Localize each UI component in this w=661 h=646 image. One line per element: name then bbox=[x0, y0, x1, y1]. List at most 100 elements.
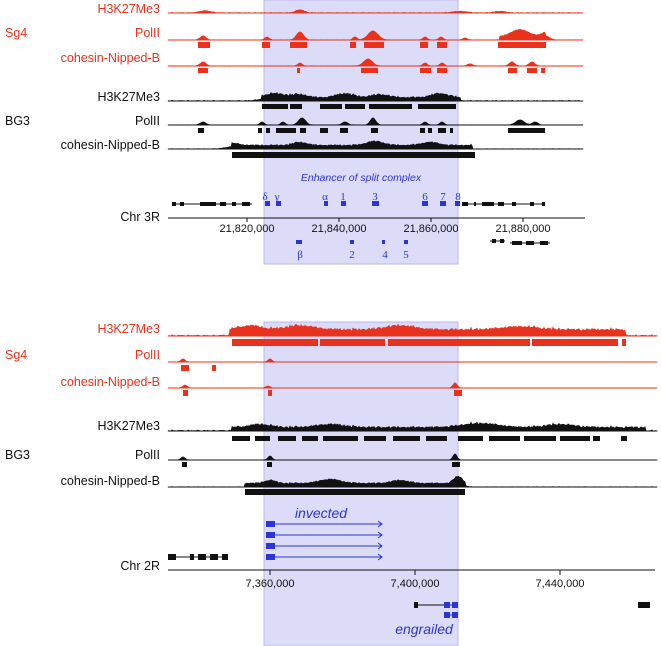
bar-top-bg3-polii-5 bbox=[300, 128, 306, 133]
gene-invected-arrow-1 bbox=[377, 520, 383, 528]
gene-top-esplit-below-1 bbox=[350, 240, 354, 244]
chromosome-label-top: Chr 3R bbox=[120, 210, 160, 224]
bar-bottom-bg3-cohesin-1 bbox=[245, 489, 465, 495]
axis-tick-label-bottom-1: 7,360,000 bbox=[246, 578, 295, 590]
track-label-top-bg3-polii: PolII bbox=[135, 114, 160, 128]
axis-tick-label-top-3: 21,860,000 bbox=[403, 223, 458, 235]
bar-bottom-bg3-h3k27me3-10 bbox=[489, 436, 520, 441]
bar-bottom-bg3-h3k27me3-5 bbox=[323, 436, 358, 441]
gene-invected-arrow-4 bbox=[377, 553, 383, 561]
bar-bottom-bg3-h3k27me3-7 bbox=[393, 436, 420, 441]
bar-top-sg4-polii-3 bbox=[290, 42, 307, 48]
gene-label-2: 2 bbox=[349, 249, 355, 261]
bar-bottom-sg4-cohesin-2 bbox=[268, 390, 272, 396]
track-label-bottom-bg3-cohesin: cohesin-Nipped-B bbox=[61, 474, 160, 488]
gene-label-beta: β bbox=[297, 249, 303, 261]
bar-bottom-bg3-h3k27me3-1 bbox=[232, 436, 250, 441]
bar-top-bg3-h3k27me3-5 bbox=[369, 104, 412, 109]
bar-bottom-bg3-polii-1 bbox=[182, 462, 187, 467]
bar-top-bg3-polii-8 bbox=[371, 128, 378, 133]
gene-name-engrailed: engrailed bbox=[395, 621, 454, 637]
bar-bottom-sg4-cohesin-3 bbox=[454, 390, 462, 396]
axis-tick-label-top-2: 21,840,000 bbox=[311, 223, 366, 235]
bar-bottom-bg3-polii-2 bbox=[267, 462, 272, 467]
group-label-top-bg3: BG3 bbox=[5, 114, 30, 128]
gene-label-3: 3 bbox=[372, 191, 378, 203]
gene-label-8: 8 bbox=[455, 191, 461, 203]
bar-top-bg3-polii-13 bbox=[508, 128, 545, 133]
chromosome-label-bottom: Chr 2R bbox=[120, 559, 160, 573]
bar-top-bg3-polii-12 bbox=[450, 128, 453, 133]
gene-label-7: 7 bbox=[440, 191, 446, 203]
gene-invected-arrow-2 bbox=[377, 531, 383, 539]
track-label-top-sg4-cohesin: cohesin-Nipped-B bbox=[61, 51, 160, 65]
bar-top-bg3-polii-7 bbox=[340, 128, 348, 133]
gene-top-esplit-above-2 bbox=[276, 201, 281, 206]
gene-top-esplit-below-3 bbox=[404, 240, 408, 244]
gene-top-esplit-above-8 bbox=[455, 201, 460, 206]
bar-top-sg4-cohesin-8 bbox=[541, 68, 545, 73]
bar-top-sg4-cohesin-1 bbox=[198, 68, 208, 73]
bar-bottom-sg4-h3k27me3-3 bbox=[388, 339, 530, 346]
gene-label-gamma: γ bbox=[274, 191, 280, 203]
bar-bottom-sg4-polii-2 bbox=[212, 365, 216, 371]
track-label-bottom-bg3-polii: PolII bbox=[135, 448, 160, 462]
bar-top-bg3-polii-1 bbox=[198, 128, 204, 133]
group-label-bottom-sg4: Sg4 bbox=[5, 348, 27, 362]
group-label-top-sg4: Sg4 bbox=[5, 26, 27, 40]
track-label-bottom-bg3-h3k27me3: H3K27Me3 bbox=[97, 419, 160, 433]
bar-bottom-bg3-h3k27me3-8 bbox=[426, 436, 447, 441]
gene-top-esplit-above-1 bbox=[265, 201, 270, 206]
bar-bottom-sg4-cohesin-1 bbox=[183, 390, 188, 396]
bar-bottom-bg3-h3k27me3-11 bbox=[524, 436, 556, 441]
axis-tick-label-bottom-3: 7,440,000 bbox=[536, 578, 585, 590]
bar-top-bg3-h3k27me3-3 bbox=[320, 104, 342, 109]
gene-top-esplit-above-7 bbox=[440, 201, 446, 206]
bar-top-sg4-polii-5 bbox=[364, 42, 384, 48]
axis-tick-label-top-1: 21,820,000 bbox=[219, 223, 274, 235]
gene-bottom-right-exon-1 bbox=[638, 602, 650, 608]
track-label-bottom-sg4-h3k27me3: H3K27Me3 bbox=[97, 322, 160, 336]
bar-top-bg3-polii-4 bbox=[276, 128, 296, 133]
signal-bottom-bg3-h3k27me3 bbox=[167, 421, 658, 432]
axis-tick-label-bottom-2: 7,400,000 bbox=[391, 578, 440, 590]
bar-top-sg4-cohesin-2 bbox=[297, 68, 300, 73]
track-label-bottom-sg4-cohesin: cohesin-Nipped-B bbox=[61, 375, 160, 389]
track-label-bottom-sg4-polii: PolII bbox=[135, 348, 160, 362]
bar-bottom-sg4-h3k27me3-4 bbox=[532, 339, 618, 346]
bar-top-sg4-polii-8 bbox=[498, 42, 546, 48]
bar-top-bg3-h3k27me3-4 bbox=[345, 104, 365, 109]
bar-top-bg3-polii-3 bbox=[266, 128, 270, 133]
bar-top-bg3-polii-11 bbox=[438, 128, 446, 133]
bar-top-sg4-polii-6 bbox=[420, 42, 428, 48]
bar-top-bg3-polii-2 bbox=[258, 128, 262, 133]
gene-label-delta: δ bbox=[262, 191, 267, 203]
gene-top-esplit-above-5 bbox=[372, 201, 379, 206]
gene-top-esplit-above-6 bbox=[422, 201, 428, 206]
bar-top-sg4-polii-1 bbox=[198, 42, 210, 48]
bar-top-bg3-polii-10 bbox=[428, 128, 432, 133]
axis-tick-label-top-4: 21,880,000 bbox=[495, 223, 550, 235]
gene-invected-exon-start-2 bbox=[266, 532, 275, 538]
bar-top-sg4-cohesin-4 bbox=[420, 68, 431, 73]
bar-bottom-bg3-h3k27me3-2 bbox=[255, 436, 270, 441]
gene-label-5: 5 bbox=[403, 249, 409, 261]
bar-top-sg4-cohesin-3 bbox=[361, 68, 378, 73]
gene-label-1: 1 bbox=[340, 191, 346, 203]
signal-top-bg3-cohesin bbox=[167, 140, 584, 150]
bar-bottom-sg4-h3k27me3-5 bbox=[622, 339, 626, 346]
bar-bottom-bg3-h3k27me3-6 bbox=[364, 436, 386, 441]
gene-invected-exon-start-3 bbox=[266, 543, 275, 549]
gene-top-esplit-above-3 bbox=[324, 201, 328, 206]
bar-top-sg4-polii-2 bbox=[262, 42, 270, 48]
gene-label-alpha: α bbox=[322, 191, 328, 203]
bar-top-bg3-cohesin-1 bbox=[232, 152, 475, 158]
bar-top-sg4-polii-7 bbox=[437, 42, 447, 48]
gene-invected-arrow-3 bbox=[377, 542, 383, 550]
bar-bottom-sg4-h3k27me3-2 bbox=[320, 339, 385, 346]
bar-top-sg4-polii-4 bbox=[350, 42, 356, 48]
gene-models bbox=[168, 203, 550, 616]
highlight-label-top: Enhancer of split complex bbox=[301, 172, 422, 184]
bar-top-bg3-h3k27me3-2 bbox=[290, 104, 302, 109]
